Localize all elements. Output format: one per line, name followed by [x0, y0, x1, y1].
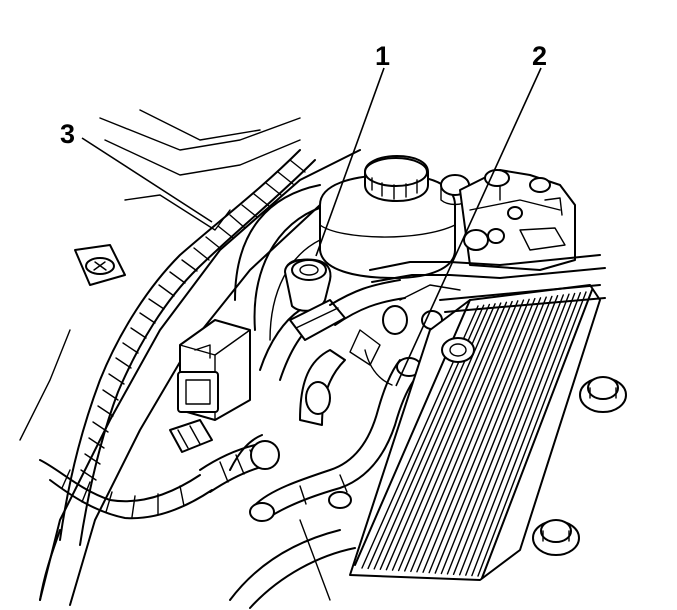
mounting-bolt — [328, 491, 352, 509]
reservoir-cap — [364, 155, 429, 202]
radiator-fin — [458, 293, 570, 576]
master-cylinder-body — [459, 169, 576, 271]
callout-3-label: 3 — [60, 119, 75, 149]
radiator-fin — [379, 303, 496, 570]
radiator-fin — [446, 294, 559, 575]
brake-line-fitting — [284, 258, 332, 312]
radiator-fin — [440, 295, 553, 575]
radiator-fin — [397, 300, 513, 572]
radiator-fin — [434, 296, 547, 574]
mounting-bolt — [532, 519, 580, 556]
mounting-bolt — [579, 376, 627, 413]
callout-2: 2 — [395, 41, 547, 387]
brake-fluid-reservoir — [319, 155, 470, 279]
radiator-fin — [471, 292, 582, 577]
electrical-connector — [169, 319, 251, 453]
wiring-harness — [39, 149, 316, 601]
radiator-fin — [422, 297, 536, 573]
radiator-fin — [428, 297, 542, 574]
radiator-fin — [410, 299, 525, 573]
radiator-fin — [465, 292, 576, 576]
radiator-fin — [404, 300, 519, 572]
callout-1: 1 — [315, 41, 390, 257]
radiator-fin — [477, 291, 587, 577]
radiator — [328, 284, 627, 581]
radiator-fin — [391, 301, 508, 571]
inner-fender — [19, 109, 361, 606]
callout-3: 3 — [60, 119, 213, 223]
radiator-fin — [452, 294, 564, 576]
lower-body — [229, 519, 356, 609]
callout-2-label: 2 — [532, 41, 547, 71]
callout-1-label: 1 — [375, 41, 390, 71]
mounting-bolt — [441, 337, 475, 363]
radiator-fin — [416, 298, 530, 573]
radiator-fin — [385, 302, 502, 571]
